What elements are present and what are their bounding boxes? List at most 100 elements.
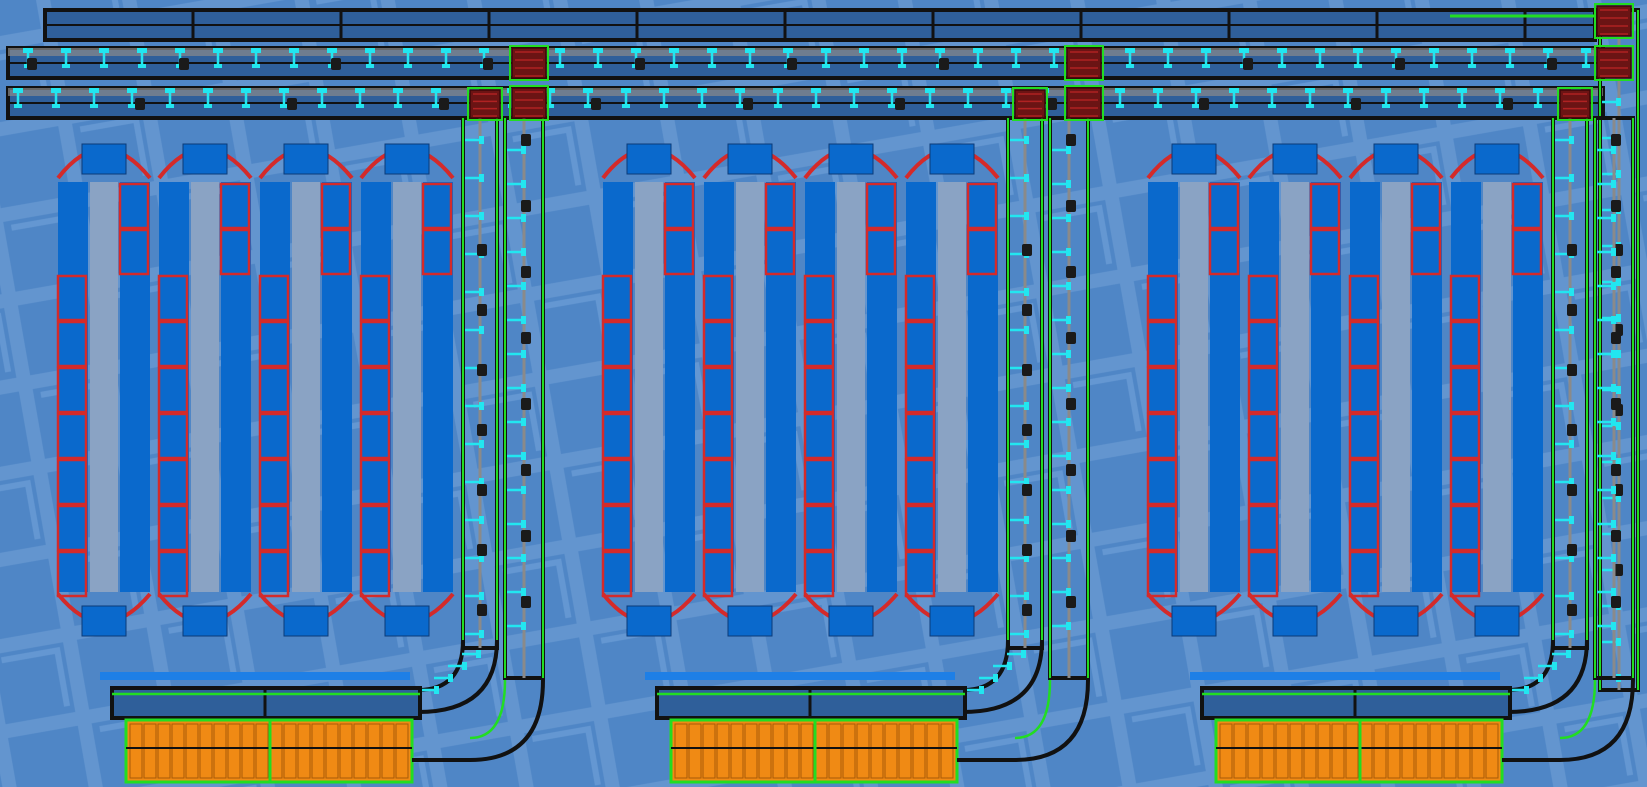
- machine-cell[interactable]: [904, 366, 936, 414]
- machine-column[interactable]: [1146, 143, 1242, 637]
- inserter-icon[interactable]: [1052, 452, 1071, 460]
- machine-cell[interactable]: [359, 550, 391, 598]
- item-icon[interactable]: [1022, 304, 1032, 316]
- inserter-icon[interactable]: [555, 48, 565, 68]
- machine-cell[interactable]: [904, 320, 936, 368]
- machine-column[interactable]: [601, 143, 697, 637]
- machine-cell[interactable]: [904, 550, 936, 598]
- inserter-icon[interactable]: [165, 88, 175, 108]
- chest[interactable]: [1345, 723, 1359, 779]
- item-icon[interactable]: [895, 98, 905, 110]
- machine-cell[interactable]: [359, 504, 391, 552]
- chest[interactable]: [856, 723, 870, 779]
- inserter-icon[interactable]: [993, 662, 1012, 670]
- item-icon[interactable]: [635, 58, 645, 70]
- machine-cell[interactable]: [663, 182, 695, 230]
- machine-cell[interactable]: [118, 182, 150, 230]
- block-middle[interactable]: [601, 143, 1090, 784]
- machine-column[interactable]: [1348, 143, 1444, 637]
- inserter-icon[interactable]: [507, 316, 526, 324]
- item-icon[interactable]: [521, 530, 531, 542]
- item-icon[interactable]: [1066, 464, 1076, 476]
- machine-cell[interactable]: [702, 366, 734, 414]
- inserter-icon[interactable]: [621, 88, 631, 108]
- machine-cell[interactable]: [1247, 274, 1279, 322]
- item-icon[interactable]: [1022, 544, 1032, 556]
- inserter-icon[interactable]: [1163, 48, 1173, 68]
- inserter-icon[interactable]: [1505, 48, 1515, 68]
- machine-cell[interactable]: [601, 366, 633, 414]
- chest[interactable]: [1233, 723, 1247, 779]
- inserter-icon[interactable]: [1555, 288, 1574, 296]
- chest[interactable]: [884, 723, 898, 779]
- item-icon[interactable]: [477, 364, 487, 376]
- inserter-icon[interactable]: [1052, 146, 1071, 154]
- inserter-icon[interactable]: [583, 88, 593, 108]
- inserter-icon[interactable]: [507, 146, 526, 154]
- machine-cell[interactable]: [1449, 412, 1481, 460]
- item-icon[interactable]: [331, 58, 341, 70]
- belt-curve[interactable]: [1014, 679, 1090, 762]
- belt-curve[interactable]: [469, 679, 545, 762]
- inserter-icon[interactable]: [1315, 48, 1325, 68]
- inserter-icon[interactable]: [465, 440, 484, 448]
- chest[interactable]: [898, 723, 912, 779]
- inserter-icon[interactable]: [1381, 88, 1391, 108]
- machine-cell[interactable]: [320, 182, 352, 230]
- machine-cell[interactable]: [258, 366, 290, 414]
- chest[interactable]: [241, 723, 255, 779]
- splitter-icon[interactable]: [509, 45, 549, 81]
- inserter-icon[interactable]: [1191, 88, 1201, 108]
- chest[interactable]: [1471, 723, 1485, 779]
- machine-cell[interactable]: [803, 274, 835, 322]
- machine-column[interactable]: [1449, 143, 1545, 637]
- inserter-icon[interactable]: [1581, 48, 1591, 68]
- machine-cell[interactable]: [56, 366, 88, 414]
- inserter-icon[interactable]: [1010, 326, 1029, 334]
- machine-cell[interactable]: [157, 550, 189, 598]
- inserter-icon[interactable]: [545, 88, 555, 108]
- machine-column[interactable]: [258, 143, 354, 637]
- inserter-icon[interactable]: [979, 674, 998, 682]
- inserter-icon[interactable]: [465, 516, 484, 524]
- inserter-icon[interactable]: [1602, 170, 1621, 178]
- machine-cell[interactable]: [1309, 182, 1341, 230]
- inserter-icon[interactable]: [1555, 554, 1574, 562]
- inserter-icon[interactable]: [1353, 48, 1363, 68]
- inserter-icon[interactable]: [973, 48, 983, 68]
- inserter-icon[interactable]: [465, 174, 484, 182]
- inserter-icon[interactable]: [1597, 622, 1616, 630]
- chest[interactable]: [1457, 723, 1471, 779]
- machine-cell[interactable]: [1146, 550, 1178, 598]
- inserter-icon[interactable]: [1495, 88, 1505, 108]
- inserter-icon[interactable]: [1538, 662, 1557, 670]
- item-icon[interactable]: [477, 484, 487, 496]
- machine-cell[interactable]: [359, 366, 391, 414]
- inserter-icon[interactable]: [1305, 88, 1315, 108]
- machine-cell[interactable]: [966, 228, 998, 276]
- machine-cell[interactable]: [865, 228, 897, 276]
- machine-cell[interactable]: [1449, 504, 1481, 552]
- machine-cell[interactable]: [157, 366, 189, 414]
- machine-column[interactable]: [904, 143, 1000, 637]
- item-icon[interactable]: [787, 58, 797, 70]
- chest[interactable]: [171, 723, 185, 779]
- machine-cell[interactable]: [258, 320, 290, 368]
- item-icon[interactable]: [287, 98, 297, 110]
- item-icon[interactable]: [1022, 424, 1032, 436]
- inserter-icon[interactable]: [1229, 88, 1239, 108]
- inserter-icon[interactable]: [1010, 288, 1029, 296]
- belt-curve[interactable]: [1559, 679, 1635, 762]
- inserter-icon[interactable]: [465, 212, 484, 220]
- inserter-icon[interactable]: [1467, 48, 1477, 68]
- machine-cell[interactable]: [764, 228, 796, 276]
- inserter-icon[interactable]: [1052, 486, 1071, 494]
- item-icon[interactable]: [1022, 364, 1032, 376]
- inserter-icon[interactable]: [462, 650, 481, 658]
- inserter-icon[interactable]: [507, 180, 526, 188]
- inserter-icon[interactable]: [1052, 180, 1071, 188]
- machine-cell[interactable]: [1449, 458, 1481, 506]
- chest[interactable]: [213, 723, 227, 779]
- item-icon[interactable]: [521, 134, 531, 146]
